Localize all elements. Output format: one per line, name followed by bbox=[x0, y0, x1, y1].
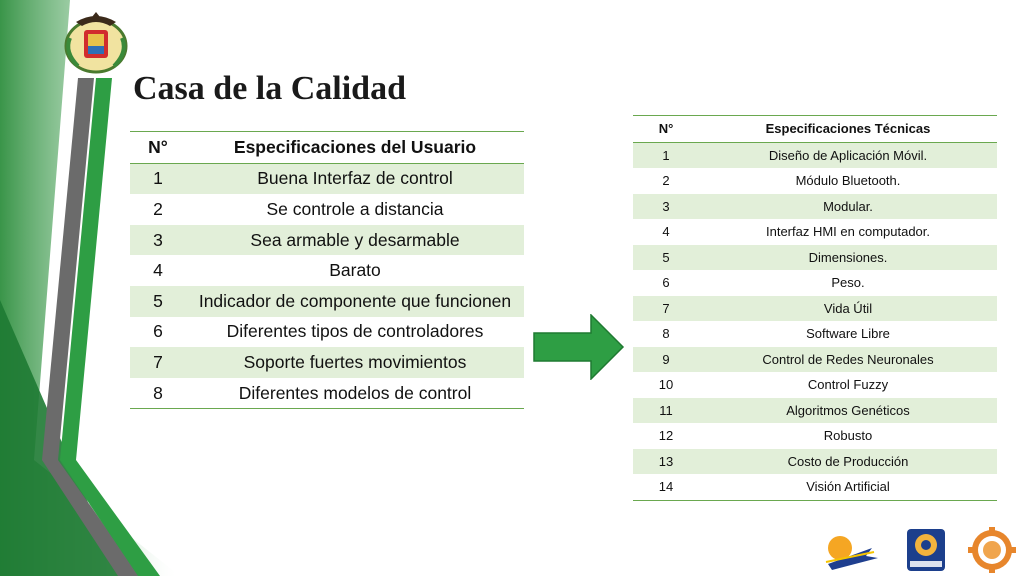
header-spec: Especificaciones Técnicas bbox=[765, 121, 931, 137]
row-num: 1 bbox=[662, 147, 670, 163]
table-row: 6 Peso. bbox=[633, 270, 997, 296]
university-coat-of-arms-icon bbox=[64, 12, 128, 74]
table-row: 9 Control de Redes Neuronales bbox=[633, 346, 997, 372]
row-num: 14 bbox=[658, 479, 674, 495]
row-spec: Sea armable y desarmable bbox=[250, 229, 460, 250]
table-row: 1 Diseño de Aplicación Móvil. bbox=[633, 142, 997, 168]
row-num: 3 bbox=[153, 229, 163, 250]
row-spec: Software Libre bbox=[806, 326, 890, 342]
row-num: 7 bbox=[153, 351, 163, 372]
row-spec: Indicador de componente que funcionen bbox=[198, 290, 512, 311]
table-row: 8 Software Libre bbox=[633, 321, 997, 347]
table-row: 4 Interfaz HMI en computador. bbox=[633, 219, 997, 245]
row-spec: Peso. bbox=[831, 275, 865, 291]
row-num: 8 bbox=[662, 326, 670, 342]
row-spec: Buena Interfaz de control bbox=[257, 168, 453, 189]
table-row: 2 Módulo Bluetooth. bbox=[633, 168, 997, 194]
row-spec: Costo de Producción bbox=[787, 453, 909, 469]
table-row: 11 Algoritmos Genéticos bbox=[633, 397, 997, 423]
row-num: 3 bbox=[662, 198, 670, 214]
row-spec: Soporte fuertes movimientos bbox=[243, 351, 467, 372]
table-row: 12 Robusto bbox=[633, 423, 997, 449]
row-spec: Dimensiones. bbox=[808, 249, 888, 265]
table-row: 14 Visión Artificial bbox=[633, 474, 997, 500]
row-num: 1 bbox=[153, 168, 163, 189]
row-num: 12 bbox=[658, 428, 674, 444]
header-num: N° bbox=[658, 121, 674, 137]
table-row: 7 Vida Útil bbox=[633, 295, 997, 321]
row-spec: Modular. bbox=[823, 198, 873, 214]
row-num: 4 bbox=[662, 224, 670, 240]
table-row: 3 Modular. bbox=[633, 193, 997, 219]
table-row: 13 Costo de Producción bbox=[633, 448, 997, 474]
table-row: 6 Diferentes tipos de controladores bbox=[130, 317, 524, 348]
mecatronica-logo-icon bbox=[907, 529, 945, 571]
row-spec: Vida Útil bbox=[823, 300, 873, 316]
row-spec: Algoritmos Genéticos bbox=[786, 402, 910, 418]
header-spec: Especificaciones del Usuario bbox=[233, 136, 477, 157]
page-title: Casa de la Calidad bbox=[133, 70, 406, 107]
row-spec: Interfaz HMI en computador. bbox=[765, 224, 931, 240]
table-row: 10 Control Fuzzy bbox=[633, 372, 997, 398]
row-spec: Se controle a distancia bbox=[266, 198, 444, 219]
row-spec: Diferentes modelos de control bbox=[238, 382, 472, 403]
row-num: 11 bbox=[659, 402, 673, 418]
row-spec: Diferentes tipos de controladores bbox=[226, 321, 484, 342]
row-num: 5 bbox=[662, 249, 670, 265]
row-num: 6 bbox=[662, 275, 670, 291]
row-spec: Control de Redes Neuronales bbox=[762, 351, 934, 367]
gear-logo-icon bbox=[968, 527, 1016, 573]
right-arrow-icon bbox=[533, 314, 625, 380]
row-num: 6 bbox=[153, 321, 163, 342]
table-row: 3 Sea armable y desarmable bbox=[130, 224, 524, 256]
club-logo-icon bbox=[825, 536, 878, 570]
user-specs-table: N° Especificaciones del Usuario 1 Buena I… bbox=[130, 131, 524, 409]
row-spec: Robusto bbox=[823, 428, 873, 444]
row-num: 7 bbox=[662, 300, 670, 316]
row-spec: Barato bbox=[329, 260, 381, 281]
table-row: 2 Se controle a distancia bbox=[130, 194, 524, 225]
row-num: 8 bbox=[153, 382, 163, 403]
table-row: 1 Buena Interfaz de control bbox=[130, 163, 524, 195]
table-header-row: N° Especificaciones Técnicas bbox=[633, 115, 997, 142]
row-num: 4 bbox=[153, 260, 163, 281]
row-spec: Diseño de Aplicación Móvil. bbox=[768, 147, 928, 163]
table-row: 5 Indicador de componente que funcionen bbox=[130, 285, 524, 317]
row-num: 2 bbox=[153, 198, 163, 219]
row-num: 9 bbox=[662, 351, 670, 367]
tech-specs-table: N° Especificaciones Técnicas 1 Diseño de … bbox=[633, 115, 997, 501]
table-row: 7 Soporte fuertes movimientos bbox=[130, 347, 524, 378]
table-header-row: N° Especificaciones del Usuario bbox=[130, 131, 524, 164]
row-num: 5 bbox=[153, 290, 163, 311]
row-spec: Módulo Bluetooth. bbox=[795, 173, 901, 189]
table-row: 4 Barato bbox=[130, 255, 524, 286]
table-row: 8 Diferentes modelos de control bbox=[130, 378, 524, 409]
header-num: N° bbox=[148, 136, 168, 157]
row-num: 10 bbox=[658, 377, 674, 393]
row-num: 13 bbox=[658, 453, 674, 469]
row-spec: Visión Artificial bbox=[806, 479, 890, 495]
row-spec: Control Fuzzy bbox=[807, 377, 889, 393]
row-num: 2 bbox=[662, 173, 670, 189]
table-row: 5 Dimensiones. bbox=[633, 244, 997, 270]
